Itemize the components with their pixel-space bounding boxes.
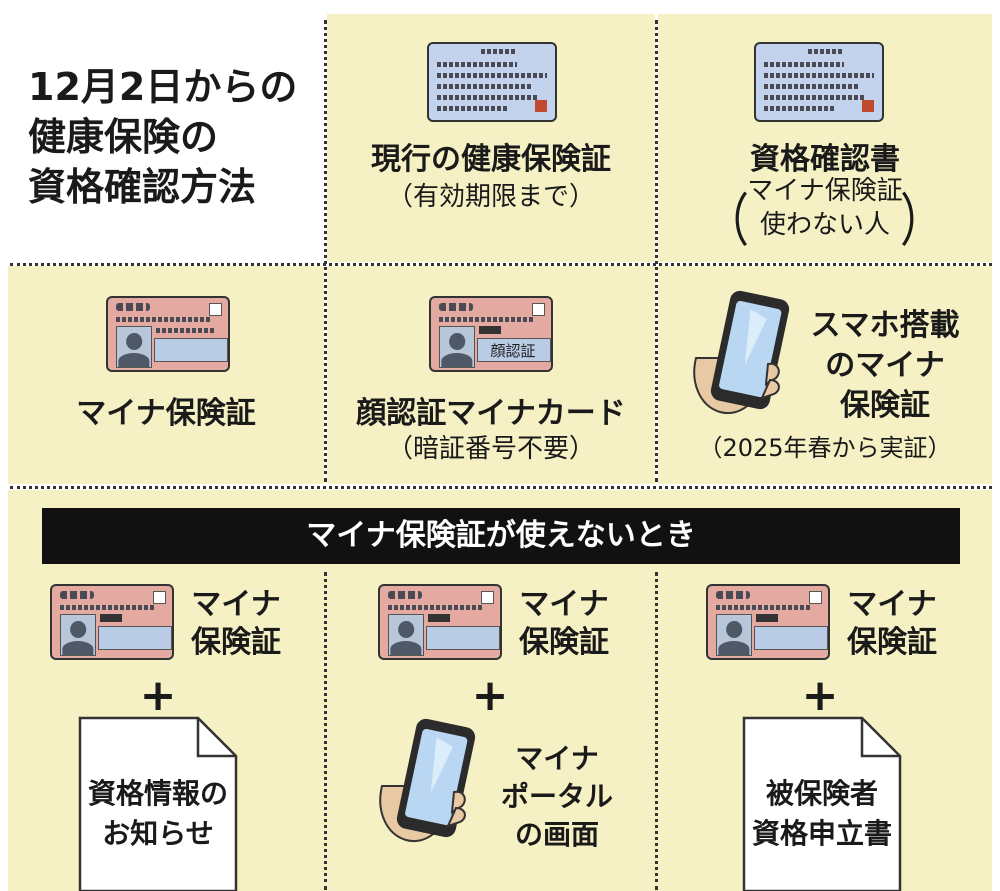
fallback-banner: マイナ保険証が使えないとき: [42, 508, 960, 564]
document-icon: [742, 716, 902, 891]
plus-sign: +: [471, 670, 509, 721]
paren-open: （: [705, 188, 749, 255]
qualification-cert-icon: [754, 42, 884, 122]
current-card-note: （有効期限まで）: [386, 182, 595, 212]
plus-sign: +: [139, 670, 177, 721]
page-title: 12月2日からの 健康保険の 資格確認方法: [28, 65, 298, 209]
face-auth-card-icon: 顔認証: [429, 296, 553, 372]
smartphone-note: （2025年春から実証）: [698, 434, 952, 462]
myna-insurance-label: マイナ保険証: [76, 396, 256, 431]
face-auth-label: 顔認証マイナカード: [356, 396, 626, 431]
paren-close: ）: [900, 188, 944, 255]
qualification-cert-note: マイナ保険証 使わない人: [747, 176, 903, 240]
document-icon: [78, 716, 238, 891]
col1-card-label: マイナ 保険証: [191, 587, 281, 660]
divider-vertical: [324, 572, 327, 890]
divider-vertical: [324, 20, 327, 482]
col1-item-label: 資格情報の お知らせ: [87, 777, 228, 850]
my-number-card-icon: [50, 584, 174, 660]
smartphone-icon: [379, 718, 476, 842]
col2-card-label: マイナ 保険証: [519, 587, 609, 660]
divider-vertical: [655, 20, 658, 482]
col2-item-label: マイナ ポータル の画面: [500, 742, 613, 851]
my-number-card-icon: [706, 584, 830, 660]
smartphone-icon: [693, 290, 790, 414]
plus-sign: +: [801, 670, 839, 721]
face-auth-note: （暗証番号不要）: [386, 434, 595, 464]
divider-horizontal: [10, 263, 992, 266]
col3-item-label: 被保険者 資格申立書: [751, 777, 892, 850]
divider-vertical: [655, 572, 658, 890]
face-auth-tag: 顔認証: [490, 342, 536, 360]
col3-card-label: マイナ 保険証: [847, 587, 937, 660]
divider-horizontal: [10, 486, 992, 489]
current-card-label: 現行の健康保険証: [371, 142, 611, 177]
qualification-cert-label: 資格確認書: [750, 142, 900, 177]
health-insurance-card-icon: [427, 42, 557, 122]
my-number-card-icon: [106, 296, 230, 372]
my-number-card-icon: [378, 584, 502, 660]
smartphone-label: スマホ搭載 のマイナ 保険証: [810, 308, 960, 423]
